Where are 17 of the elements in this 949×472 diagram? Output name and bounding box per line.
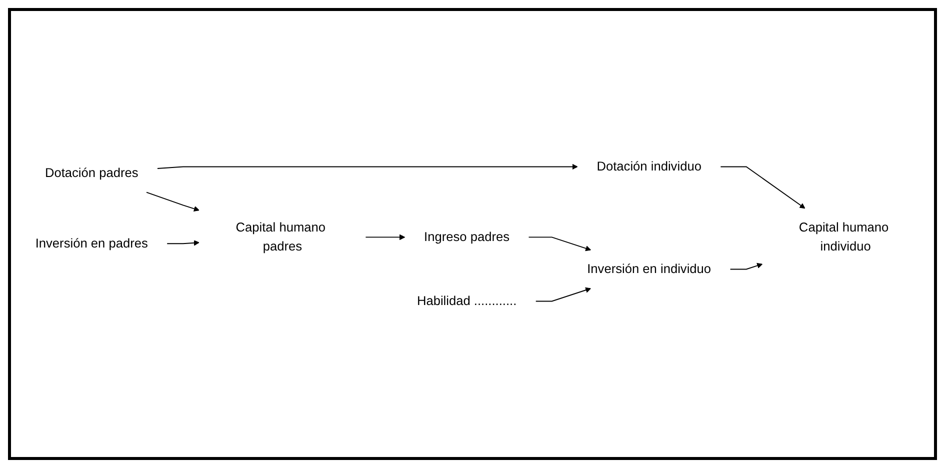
node-text: Dotación individuo: [596, 160, 702, 174]
arrow: [720, 166, 806, 209]
arrow: [146, 192, 200, 212]
diagram-frame: Dotación padres Inversión en padres Capital humano padres Ingreso padres Dotación individuo Inversión en individuo Habilidad ............ Capital humano individuo: [8, 8, 937, 460]
node-text: Capital humano individuo: [798, 220, 889, 254]
node-text: Ingreso padres: [424, 230, 510, 244]
arrow: [528, 236, 592, 252]
arrow: [166, 240, 200, 246]
node-text: Capital humano padres: [236, 220, 326, 254]
node-text: Inversión en individuo: [587, 262, 712, 276]
arrow: [365, 234, 406, 240]
arrow: [157, 164, 578, 170]
node-text: Dotación padres: [44, 166, 138, 180]
arrow: [535, 287, 592, 302]
arrow: [730, 262, 763, 270]
node-text: Habilidad ............: [416, 294, 517, 308]
node-text: Inversión en padres: [35, 236, 148, 251]
